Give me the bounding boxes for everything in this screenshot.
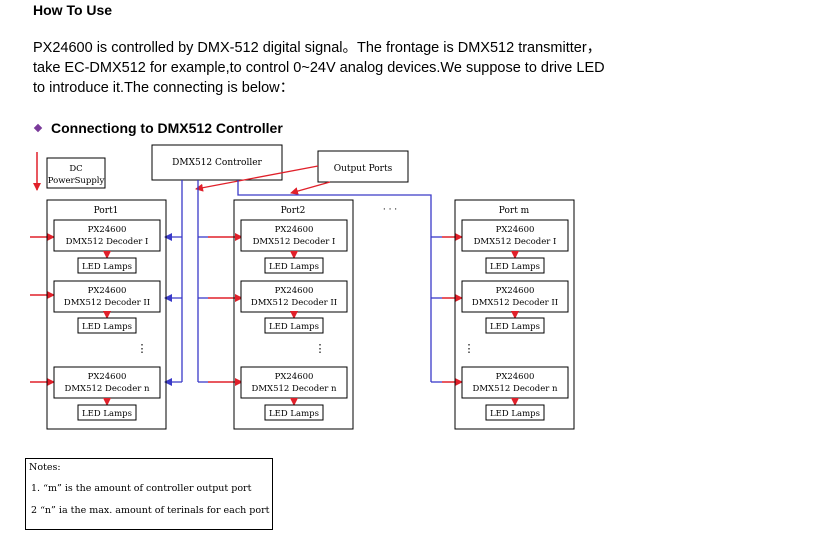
decoder-model: PX24600 [275, 372, 314, 382]
led-lamps-label: LED Lamps [269, 322, 319, 332]
port-group-2: Port2 PX24600 DMX512 Decoder I LED Lamps… [233, 199, 354, 430]
led-lamps-label: LED Lamps [490, 409, 540, 419]
decoder-name: DMX512 Decoder n [252, 384, 337, 394]
decoder-name: DMX512 Decoder I [253, 237, 336, 247]
vertical-ellipsis: ⋮ [464, 342, 475, 355]
intro-line-2: take EC-DMX512 for example,to control 0~… [33, 60, 605, 76]
decoder-name: DMX512 Decoder n [65, 384, 150, 394]
port-box [454, 199, 575, 430]
section-title: Connectiong to DMX512 Controller [51, 120, 283, 136]
port-box [46, 199, 167, 430]
port-title: Port2 [281, 206, 306, 216]
decoder-box [461, 219, 569, 252]
led-lamps-label: LED Lamps [82, 262, 132, 272]
intro-line-1: PX24600 is controlled by DMX-512 digital… [33, 40, 602, 56]
vertical-ellipsis: ⋮ [315, 342, 326, 355]
led-lamps-label: LED Lamps [490, 262, 540, 272]
decoder-model: PX24600 [88, 286, 127, 296]
power-supply-line-2: PowerSupply [48, 176, 105, 186]
led-lamps-label: LED Lamps [490, 322, 540, 332]
led-lamps-box [485, 404, 545, 421]
port-title: Port1 [94, 206, 119, 216]
led-lamps-label: LED Lamps [82, 322, 132, 332]
notes-title: Notes: [29, 462, 61, 473]
decoder-name: DMX512 Decoder I [66, 237, 149, 247]
led-lamps-box [264, 404, 324, 421]
led-lamps-box [77, 257, 137, 274]
decoder-box [53, 280, 161, 313]
controller-label: DMX512 Controller [172, 158, 262, 168]
decoder-model: PX24600 [275, 225, 314, 235]
decoder-model: PX24600 [275, 286, 314, 296]
decoder-name: DMX512 Decoder I [474, 237, 557, 247]
led-lamps-box [264, 317, 324, 334]
led-lamps-box [264, 257, 324, 274]
note-item-1: 1. “m” is the amount of controller outpu… [31, 483, 252, 494]
port-title: Port m [499, 206, 530, 216]
decoder-box [240, 219, 348, 252]
decoder-box [240, 366, 348, 399]
decoder-box [53, 366, 161, 399]
led-lamps-box [485, 317, 545, 334]
decoder-name: DMX512 Decoder II [251, 298, 337, 308]
note-item-2: 2 “n” ia the max. amount of terinals for… [31, 505, 270, 516]
decoder-box [53, 219, 161, 252]
led-lamps-box [485, 257, 545, 274]
output-ports-label: Output Ports [334, 164, 393, 174]
decoder-name: DMX512 Decoder II [472, 298, 558, 308]
decoder-model: PX24600 [88, 225, 127, 235]
led-lamps-label: LED Lamps [269, 262, 319, 272]
ports-ellipsis: · · · [383, 205, 397, 215]
led-lamps-label: LED Lamps [82, 409, 132, 419]
portm-signal-line [237, 180, 432, 382]
notes-box: Notes: 1. “m” is the amount of controlle… [25, 458, 273, 530]
led-lamps-box [77, 404, 137, 421]
decoder-name: DMX512 Decoder II [64, 298, 150, 308]
decoder-name: DMX512 Decoder n [473, 384, 558, 394]
led-lamps-box [77, 317, 137, 334]
intro-paragraph: PX24600 is controlled by DMX-512 digital… [33, 38, 733, 98]
page-heading: How To Use [33, 2, 113, 18]
intro-line-3: to introduce it.The connecting is below： [33, 80, 295, 96]
output-ports-box [317, 150, 409, 183]
port-group-m: Port m PX24600 DMX512 Decoder I LED Lamp… [454, 199, 575, 430]
decoder-model: PX24600 [496, 372, 535, 382]
decoder-model: PX24600 [496, 225, 535, 235]
vertical-ellipsis: ⋮ [137, 342, 148, 355]
decoder-box [240, 280, 348, 313]
port-box [233, 199, 354, 430]
output-pointer-2 [290, 181, 331, 195]
power-supply-box [46, 157, 106, 189]
output-pointer-1 [195, 165, 319, 192]
power-supply-line-1: DC [69, 164, 82, 174]
dmx-controller-box [151, 144, 283, 181]
decoder-model: PX24600 [88, 372, 127, 382]
led-lamps-label: LED Lamps [269, 409, 319, 419]
port-group-1: Port1 PX24600 DMX512 Decoder I LED Lamps… [46, 199, 167, 430]
decoder-model: PX24600 [496, 286, 535, 296]
section-heading: Connectiong to DMX512 Controller [33, 120, 283, 136]
